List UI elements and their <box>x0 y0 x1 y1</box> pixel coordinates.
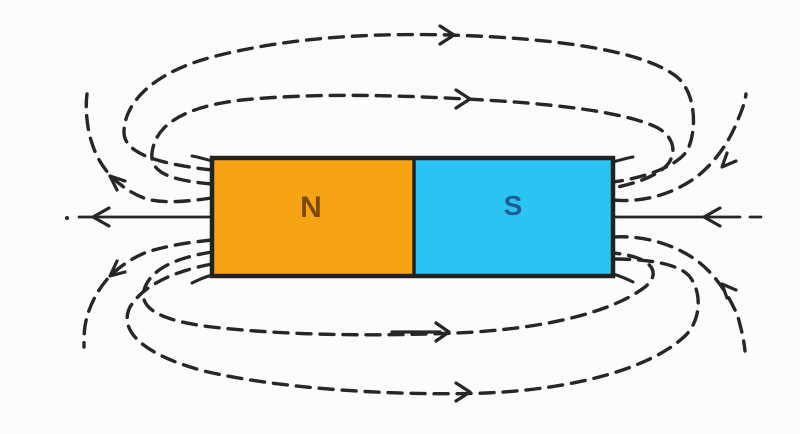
arrowhead-bottom-outer-right-icon <box>454 381 472 403</box>
north-pole-block <box>212 158 414 276</box>
pole-face-stub-lower-right <box>611 272 635 284</box>
magnet-border <box>209 155 616 279</box>
axis-dot-left <box>65 216 69 220</box>
field-line-top-inner <box>150 93 675 190</box>
bar-magnet: N S <box>209 155 616 279</box>
arrowhead-axis-left-icon <box>91 206 111 228</box>
field-line-partial-lower-left <box>82 238 214 349</box>
pole-face-stub-upper-left <box>190 154 214 163</box>
arrowhead-lower-right-icon <box>720 282 738 300</box>
arrowhead-lower-left-icon <box>108 259 127 278</box>
field-line-bottom-outer <box>125 257 700 396</box>
pole-face-stub-upper-right <box>611 155 635 164</box>
north-pole-label: N <box>300 191 322 224</box>
arrowheads-group <box>91 24 738 403</box>
field-line-partial-upper-right <box>611 92 748 203</box>
arrowhead-top-inner-right-icon <box>454 88 472 110</box>
field-line-partial-lower-right <box>611 235 747 353</box>
arrowhead-upper-right-icon <box>720 151 738 169</box>
arrowhead-axis-right-icon <box>702 206 722 228</box>
south-pole-block <box>414 158 613 276</box>
south-pole-label: S <box>504 190 523 221</box>
pole-face-stub-lower-left <box>190 273 214 285</box>
arrowhead-upper-left-icon <box>108 174 127 192</box>
arrowhead-top-outer-right-icon <box>438 24 456 46</box>
arrowhead-bottom-inner-right-icon <box>434 321 451 343</box>
field-line-top-outer <box>122 32 696 184</box>
